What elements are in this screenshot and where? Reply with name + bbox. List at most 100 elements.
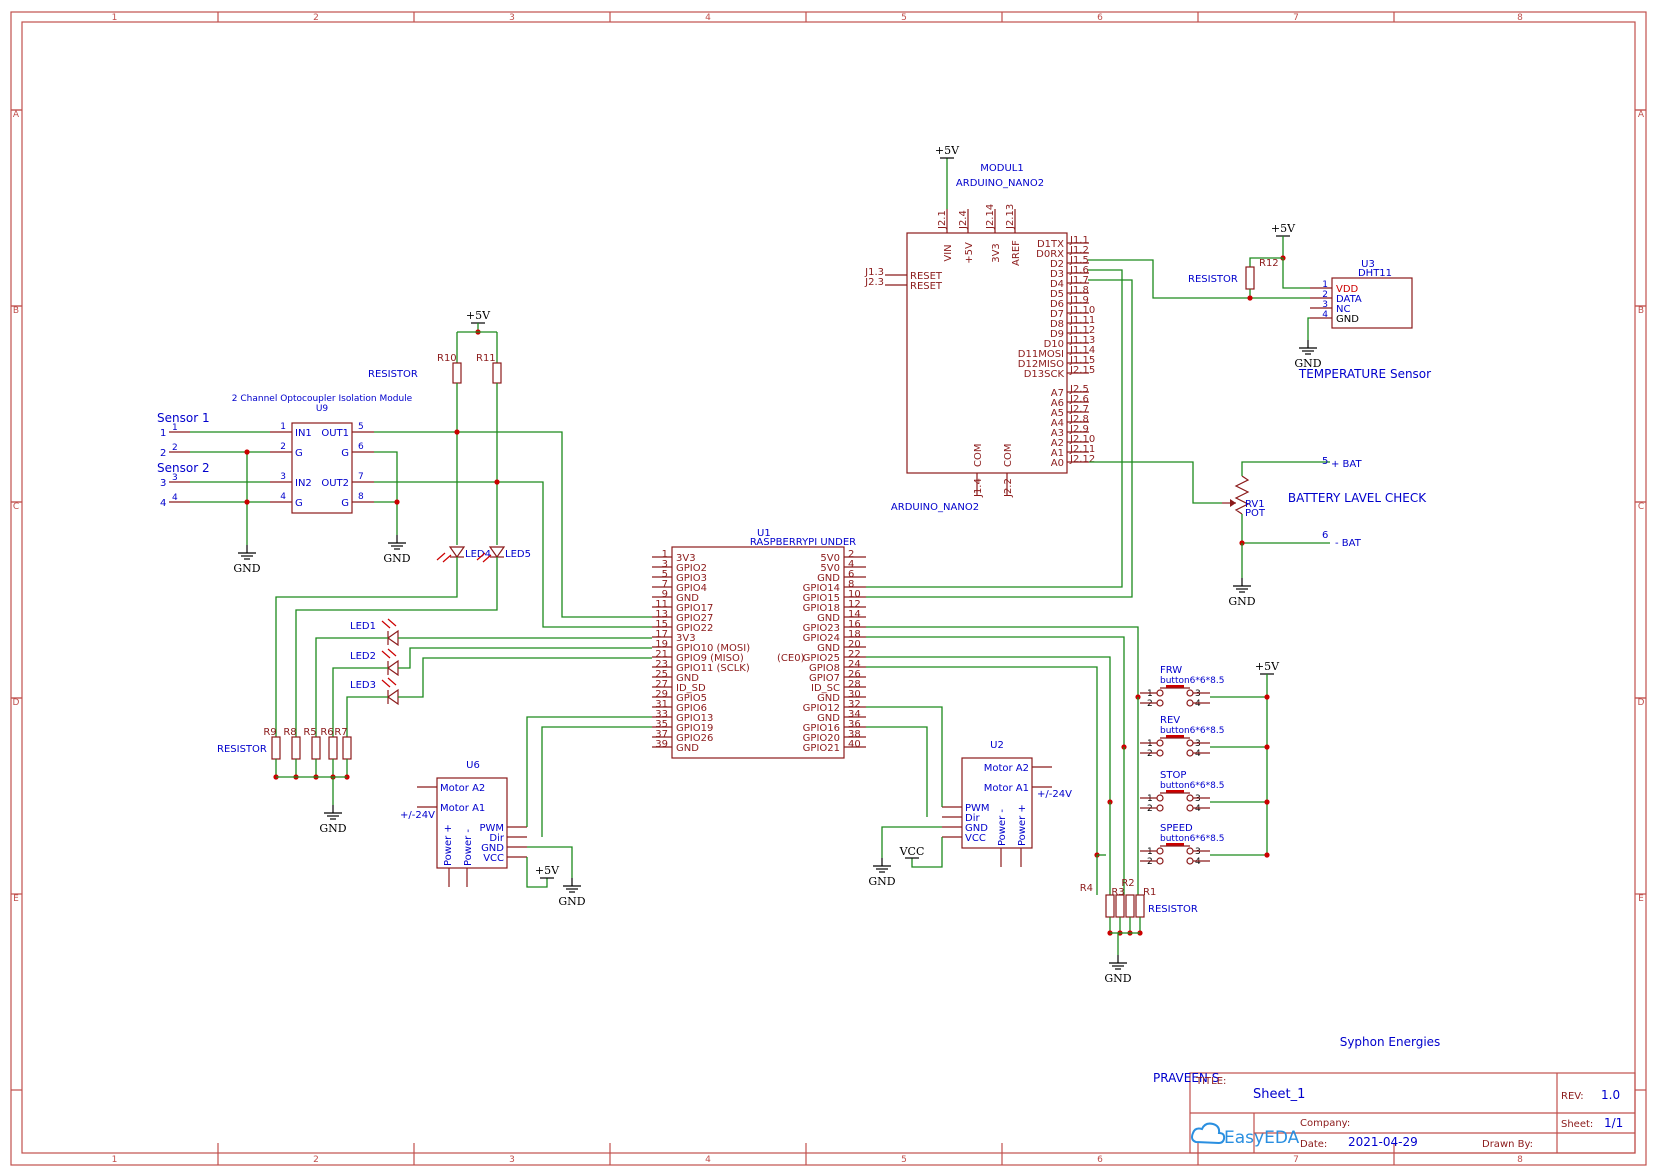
resistor-r12 bbox=[1245, 266, 1255, 290]
opto-body bbox=[291, 422, 353, 514]
pin-id: J1.4 bbox=[973, 478, 984, 498]
button-name: SPEED bbox=[1160, 823, 1193, 834]
button-part: button6*6*8.5 bbox=[1160, 781, 1224, 791]
resistor-ref: R9 bbox=[263, 727, 276, 738]
pin-name: GND bbox=[817, 713, 840, 724]
wire bbox=[526, 716, 652, 827]
pin-name: IN1 bbox=[295, 428, 312, 439]
supply-label: +/-24V bbox=[1037, 789, 1072, 800]
pin-name: GPIO17 bbox=[676, 603, 713, 614]
pin-name: GPIO23 bbox=[803, 623, 840, 634]
pin-num: 3 bbox=[662, 559, 668, 570]
pin-num: 7 bbox=[358, 472, 364, 482]
pin-num: 1 bbox=[1322, 280, 1328, 290]
pin-name: GPIO25 bbox=[803, 653, 840, 664]
column-label: 1 bbox=[112, 1155, 118, 1165]
pin-num: 33 bbox=[655, 709, 668, 720]
pin-num: 22 bbox=[848, 649, 861, 660]
pin-num: 37 bbox=[655, 729, 668, 740]
button-contact bbox=[1186, 689, 1194, 697]
pin-name: GND bbox=[817, 693, 840, 704]
pin-name: Dir bbox=[965, 813, 980, 824]
pot-body bbox=[1234, 475, 1250, 515]
led-ray bbox=[387, 648, 397, 657]
easyeda-logo-icon bbox=[1191, 1122, 1226, 1145]
column-label: 6 bbox=[1097, 1155, 1103, 1165]
rpi-part: RASPBERRYPI UNDER bbox=[750, 537, 856, 548]
wire bbox=[275, 557, 458, 737]
pin-name: A5 bbox=[1051, 408, 1064, 419]
resistor bbox=[1115, 894, 1125, 918]
pin-name: GPIO21 bbox=[803, 743, 840, 754]
pin-num: 16 bbox=[848, 619, 861, 630]
arduino-part: ARDUINO_NANO2 bbox=[956, 178, 1044, 189]
pin-name: D6 bbox=[1050, 299, 1064, 310]
pin-num: 3 bbox=[280, 472, 286, 482]
pin-name: GPIO18 bbox=[803, 603, 840, 614]
column-label: 5 bbox=[901, 13, 907, 23]
pin-id: J2.10 bbox=[1069, 434, 1095, 445]
pin-num: 2 bbox=[280, 442, 286, 452]
u2-ref: U2 bbox=[990, 740, 1004, 751]
pin-name: D13SCK bbox=[1024, 369, 1065, 380]
row-label: E bbox=[13, 894, 19, 904]
pin-num: 35 bbox=[655, 719, 668, 730]
pin-num: 1 bbox=[280, 422, 286, 432]
led-label: LED4 bbox=[465, 549, 491, 560]
pin-num: 27 bbox=[655, 679, 668, 690]
button-part: button6*6*8.5 bbox=[1160, 726, 1224, 736]
pin-name: Motor A1 bbox=[440, 803, 485, 814]
resistor bbox=[311, 736, 321, 760]
rev-label: REV: bbox=[1561, 1091, 1584, 1102]
pin-id: J2.4 bbox=[958, 210, 969, 230]
pin-name: GPIO22 bbox=[676, 623, 713, 634]
button-name: REV bbox=[1160, 715, 1180, 726]
battery-caption: BATTERY LAVEL CHECK bbox=[1288, 491, 1427, 505]
conn-num: 3 bbox=[160, 478, 166, 489]
pin-num: 6 bbox=[848, 569, 854, 580]
conn-num: 4 bbox=[160, 498, 166, 509]
junction-dot bbox=[1264, 694, 1270, 700]
pin-num: 10 bbox=[848, 589, 861, 600]
pin-id: J2.14 bbox=[985, 204, 996, 230]
pin-id: J1.8 bbox=[1069, 285, 1089, 296]
pin-num: 5 bbox=[1322, 456, 1328, 467]
pin-name: D4 bbox=[1050, 279, 1064, 290]
resistor-label: RESISTOR bbox=[1148, 904, 1198, 915]
column-label: 1 bbox=[112, 13, 118, 23]
resistor-label: RESISTOR bbox=[217, 744, 267, 755]
pin-name: 3V3 bbox=[676, 633, 696, 644]
pin-num: 3 bbox=[1322, 300, 1328, 310]
pin-name: GND bbox=[965, 823, 988, 834]
pin-num: 39 bbox=[655, 739, 668, 750]
company-name: Syphon Energies bbox=[1340, 1035, 1441, 1049]
arduino-ref: MODUL1 bbox=[980, 163, 1023, 174]
pin-num: 12 bbox=[848, 599, 861, 610]
button-contact bbox=[1186, 749, 1194, 757]
pin-num: 32 bbox=[848, 699, 861, 710]
led-label: LED3 bbox=[350, 680, 376, 691]
gnd-label: GND bbox=[1104, 972, 1131, 985]
led-ray bbox=[476, 552, 486, 561]
pin-num: 4 bbox=[848, 559, 854, 570]
wire bbox=[866, 656, 1111, 802]
column-label: 4 bbox=[705, 13, 711, 23]
led-ray bbox=[482, 554, 492, 563]
button-contact bbox=[1156, 699, 1164, 707]
pin-num: 3 bbox=[1195, 847, 1201, 857]
button-contact bbox=[1186, 739, 1194, 747]
pin-name: 3V3 bbox=[676, 553, 696, 564]
gnd-label: GND bbox=[1228, 595, 1255, 608]
power-label: +5V bbox=[1255, 660, 1280, 673]
pin-name: GND bbox=[676, 593, 699, 604]
pin-name: PWM bbox=[479, 823, 504, 834]
pin-num: 15 bbox=[655, 619, 668, 630]
pin-id: J1.5 bbox=[1069, 255, 1089, 266]
pin-name: D3 bbox=[1050, 269, 1064, 280]
pin-num: 18 bbox=[848, 629, 861, 640]
pin-name: GPIO8 bbox=[809, 663, 840, 674]
vcc-label: VCC bbox=[899, 845, 925, 858]
u6-ref: U6 bbox=[466, 760, 480, 771]
pin-name: RESET bbox=[910, 271, 943, 282]
